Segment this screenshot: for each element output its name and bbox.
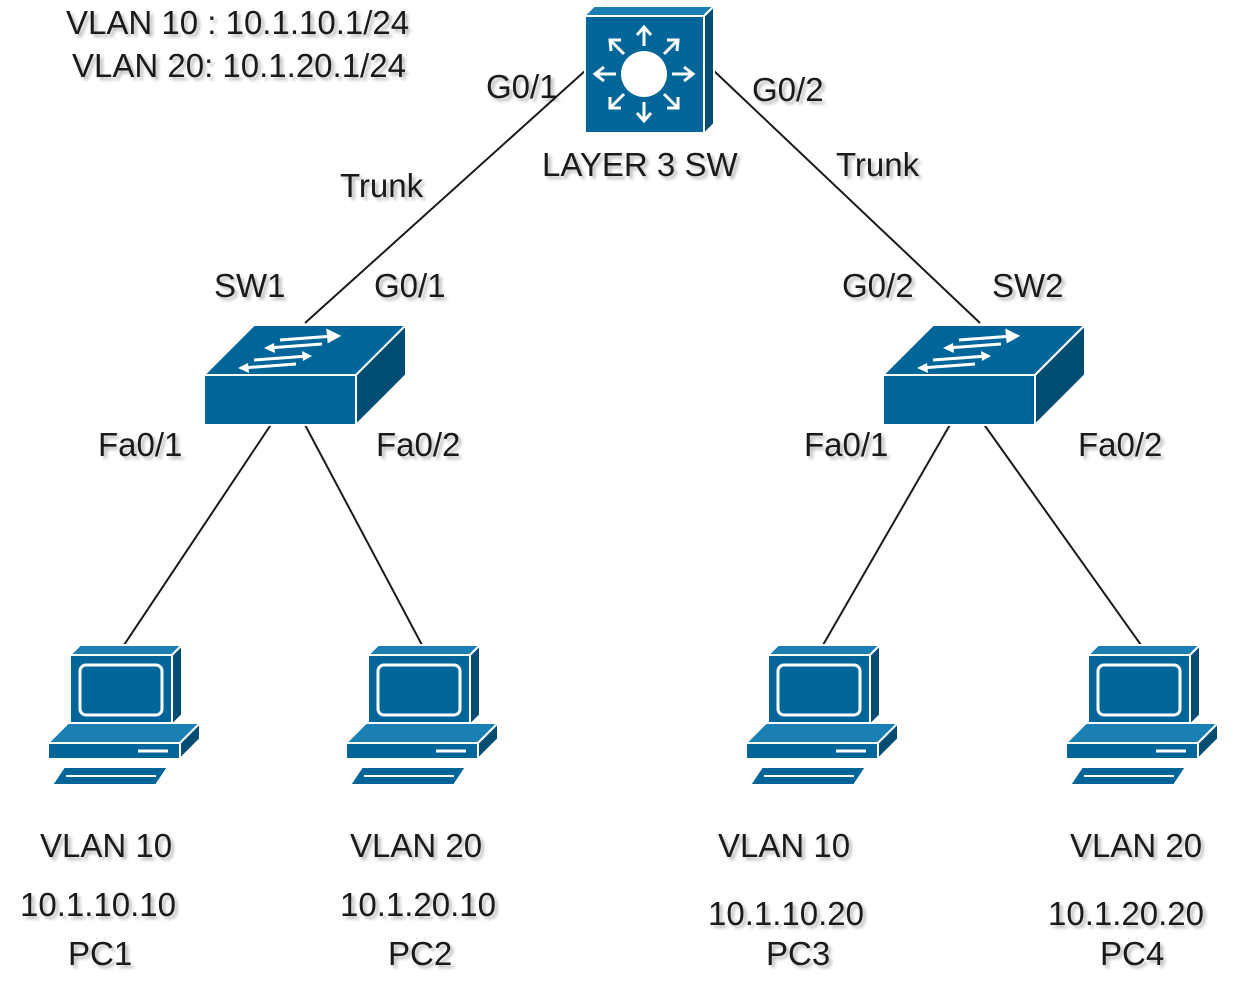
pc-icon bbox=[1064, 643, 1221, 786]
pc2-ip: 10.1.20.10 bbox=[340, 886, 496, 923]
core-port-left: G0/1 bbox=[486, 68, 558, 105]
pc4-vlan: VLAN 20 bbox=[1070, 827, 1203, 864]
sw2-port-fa0-2: Fa0/2 bbox=[1078, 426, 1163, 463]
pc3-ip: 10.1.10.20 bbox=[708, 895, 864, 932]
core-port-right: G0/2 bbox=[752, 71, 824, 108]
switch-icon bbox=[881, 323, 1088, 428]
link-sw1-pc1 bbox=[123, 422, 273, 646]
sw1-port-fa0-2: Fa0/2 bbox=[376, 426, 461, 463]
link-sw1-pc2 bbox=[303, 422, 423, 646]
pc1-ip: 10.1.10.10 bbox=[20, 886, 176, 923]
pc4-name: PC4 bbox=[1100, 935, 1165, 972]
sw1-uplink-port: G0/1 bbox=[374, 267, 446, 304]
pc-icon bbox=[744, 643, 901, 786]
sw2-port-fa0-1: Fa0/1 bbox=[804, 426, 889, 463]
layer3-switch-icon bbox=[584, 6, 716, 136]
vlan10-gateway-label: VLAN 10 : 10.1.10.1/24 bbox=[66, 4, 410, 41]
pc3-name: PC3 bbox=[766, 935, 831, 972]
pc-icon bbox=[344, 643, 501, 786]
trunk-right-label: Trunk bbox=[836, 146, 920, 183]
pc2-name: PC2 bbox=[388, 935, 453, 972]
sw2-name: SW2 bbox=[992, 267, 1064, 304]
pc1-vlan: VLAN 10 bbox=[40, 827, 173, 864]
pc3-vlan: VLAN 10 bbox=[718, 827, 851, 864]
sw1-name: SW1 bbox=[214, 267, 286, 304]
link-sw2-pc3 bbox=[822, 422, 952, 646]
pc1-name: PC1 bbox=[68, 935, 133, 972]
trunk-left-label: Trunk bbox=[340, 167, 424, 204]
pc2-vlan: VLAN 20 bbox=[350, 827, 483, 864]
pc-icon bbox=[46, 643, 203, 786]
core-switch-name: LAYER 3 SW bbox=[542, 146, 738, 183]
sw2-uplink-port: G0/2 bbox=[842, 267, 914, 304]
vlan20-gateway-label: VLAN 20: 10.1.20.1/24 bbox=[72, 47, 406, 84]
link-core-sw1 bbox=[304, 69, 587, 324]
link-sw2-pc4 bbox=[982, 422, 1142, 646]
switch-icon bbox=[202, 323, 409, 428]
link-core-sw2 bbox=[712, 69, 981, 324]
pc4-ip: 10.1.20.20 bbox=[1048, 895, 1204, 932]
sw1-port-fa0-1: Fa0/1 bbox=[98, 426, 183, 463]
